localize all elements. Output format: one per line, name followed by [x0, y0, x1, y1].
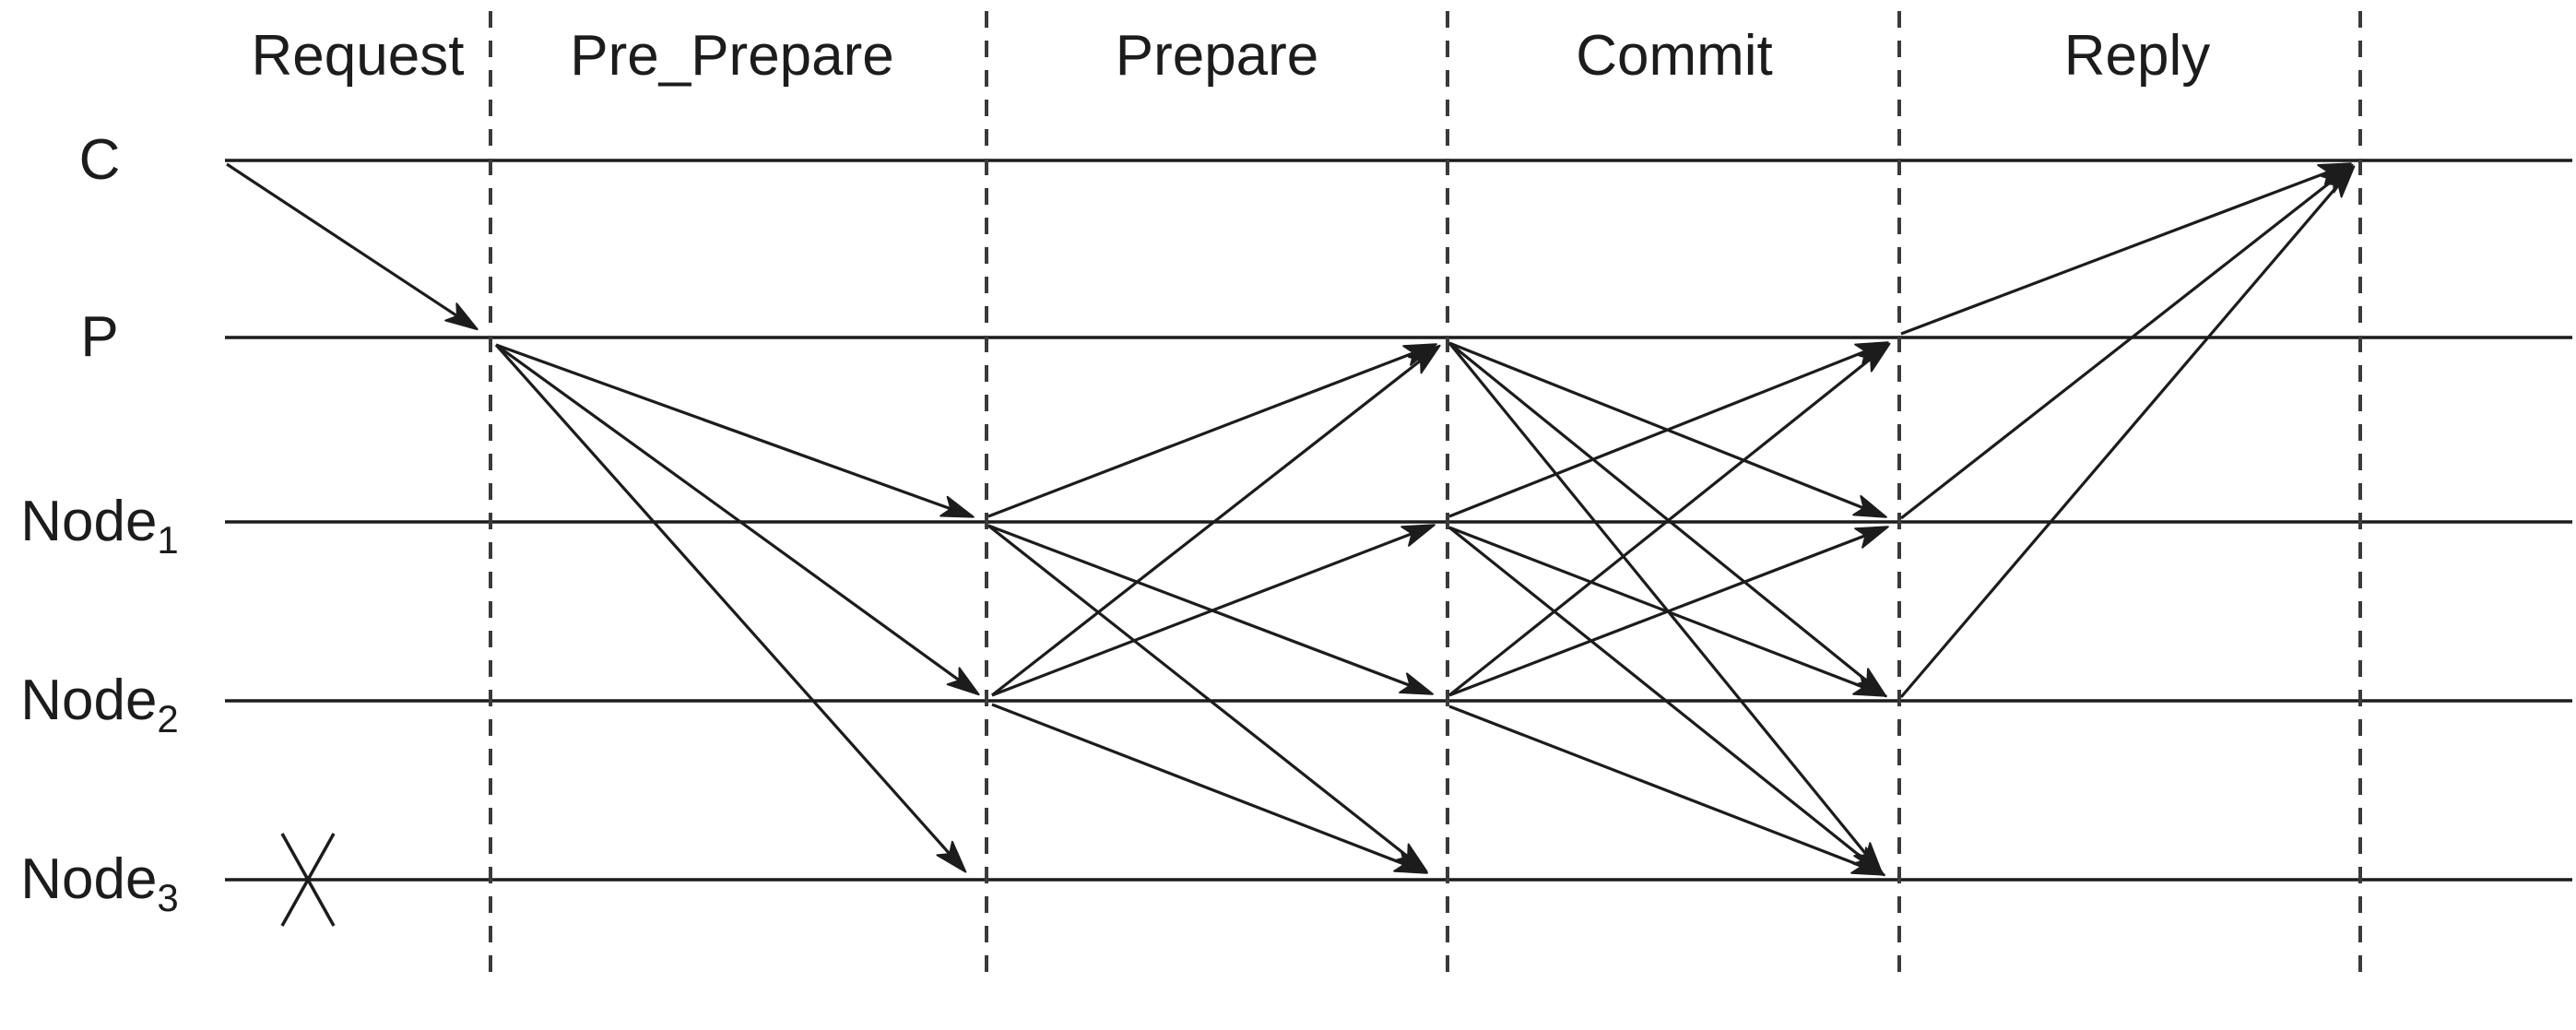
phase-boundary-lines [489, 11, 2362, 981]
message-prepare-node2-to-p [991, 344, 1441, 697]
message-reply-node2-to-c [1899, 165, 2356, 699]
message-commit-p-to-node3 [1448, 341, 1884, 875]
lane-label-node1-subscript: 1 [157, 518, 179, 562]
lane-label-node3-text: Node [20, 847, 158, 911]
failed-node-mark-stroke-2 [280, 833, 336, 927]
lane-label-node2-text: Node [20, 669, 158, 732]
message-pre_prepare-p-to-node3 [494, 343, 967, 873]
phase-label-pre-prepare: Pre_Prepare [570, 24, 894, 88]
phase-label-reply: Reply [2063, 24, 2211, 88]
message-prepare-node1-to-node2 [987, 524, 1434, 695]
message-commit-p-to-node2 [1448, 341, 1887, 698]
message-prepare-node1-to-p [987, 343, 1437, 518]
message-commit-node2-to-p [1448, 342, 1891, 697]
phase-label-commit: Commit [1576, 24, 1773, 88]
lane-lines [225, 159, 2572, 882]
lane-label-client: C [7, 127, 192, 194]
message-reply-node1-to-c [1900, 163, 2354, 520]
message-commit-node1-to-node3 [1448, 526, 1885, 877]
lane-label-node3: Node3 [7, 846, 192, 918]
message-pre_prepare-p-to-node2 [495, 343, 980, 696]
lane-label-node3-subscript: 3 [157, 876, 179, 919]
lane-label-node2: Node2 [7, 668, 192, 739]
message-commit-node1-to-p [1448, 341, 1889, 518]
lane-label-primary-text: P [80, 305, 119, 369]
lane-label-node1-text: Node [20, 490, 158, 553]
lane-label-client-text: C [78, 128, 121, 192]
lane-label-node2-subscript: 2 [157, 697, 179, 740]
message-reply-p-to-c [1900, 162, 2352, 336]
message-prepare-node2-to-node3 [991, 703, 1428, 874]
phase-label-request: Request [251, 24, 465, 88]
message-commit-node2-to-node1 [1448, 526, 1889, 697]
message-commit-node2-to-node3 [1448, 704, 1885, 876]
message-prepare-node2-to-node1 [991, 524, 1436, 697]
message-prepare-node1-to-node3 [987, 524, 1428, 873]
lane-label-node1: Node1 [7, 489, 192, 560]
message-pre_prepare-p-to-node1 [495, 343, 975, 518]
lane-label-primary: P [7, 304, 192, 371]
phase-label-prepare: Prepare [1115, 24, 1319, 88]
message-arrows [226, 162, 2356, 877]
failed-node-mark [280, 833, 336, 927]
message-request-c-to-p [226, 162, 479, 331]
